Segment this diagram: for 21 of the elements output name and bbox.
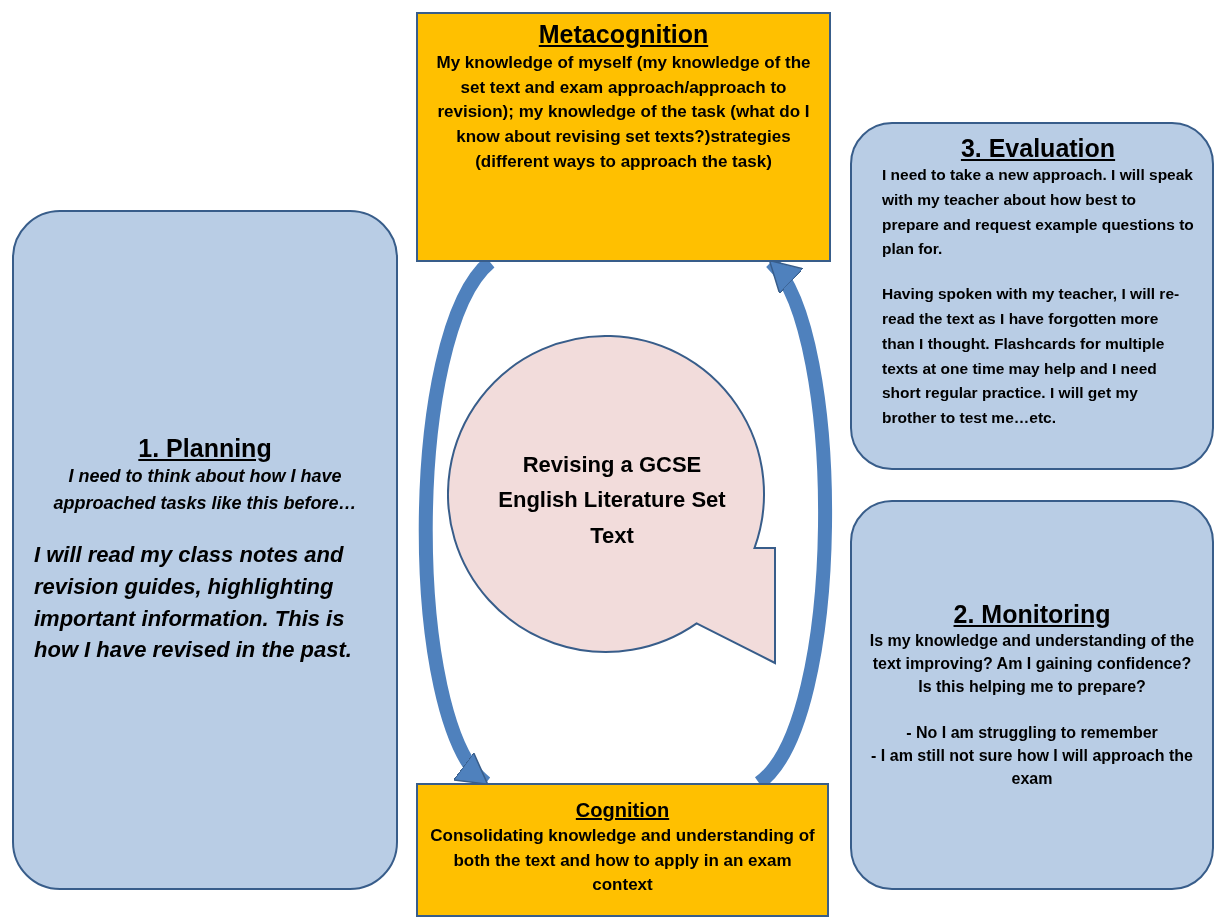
section-heading: 3. Evaluation — [959, 134, 1117, 163]
section-heading: 2. Monitoring — [952, 599, 1112, 629]
body-text: Consolidating knowledge and understanding of both the text and how to apply in an exam context — [429, 825, 816, 897]
body-text: I will read my class notes and revision guides, highlighting important information. This is how I have revised in the past. — [34, 540, 353, 665]
list-item: - I am still not sure how I will approach the exam — [870, 745, 1194, 789]
list-item: - No I am struggling to remember — [905, 722, 1159, 743]
stage-panel — [12, 210, 398, 890]
body-text: My knowledge of myself (my knowledge of the set text and exam approach/approach to revision); my knowledge of the task (what do I know about revising set texts?)strategies (different ways to approach the task) — [435, 52, 812, 173]
section-heading: 1. Planning — [137, 433, 273, 463]
speech-bubble — [447, 335, 777, 665]
stage-panel — [850, 500, 1214, 890]
section-heading: Metacognition — [537, 20, 710, 49]
section-heading: Cognition — [574, 799, 671, 822]
body-text: I need to take a new approach. I will speak with my teacher about how best to prepare and request example questions to plan for. — [882, 165, 1194, 260]
body-text: Is my knowledge and understanding of the text improving? Am I gaining confidence? Is this helping me to prepare? — [868, 630, 1196, 698]
body-text: Having spoken with my teacher, I will re-read the text as I have forgotten more than I thought. Flashcards for multiple texts at one time may help and I need short regular practice. I will get my brother to test me…etc. — [882, 284, 1181, 429]
concept-box — [416, 12, 831, 262]
stage-panel — [850, 122, 1214, 470]
title-text: Revising a GCSE English Literature Set Text — [497, 451, 727, 550]
body-text: I need to think about how I have approached tasks like this before… — [52, 464, 358, 515]
concept-box — [416, 783, 829, 917]
